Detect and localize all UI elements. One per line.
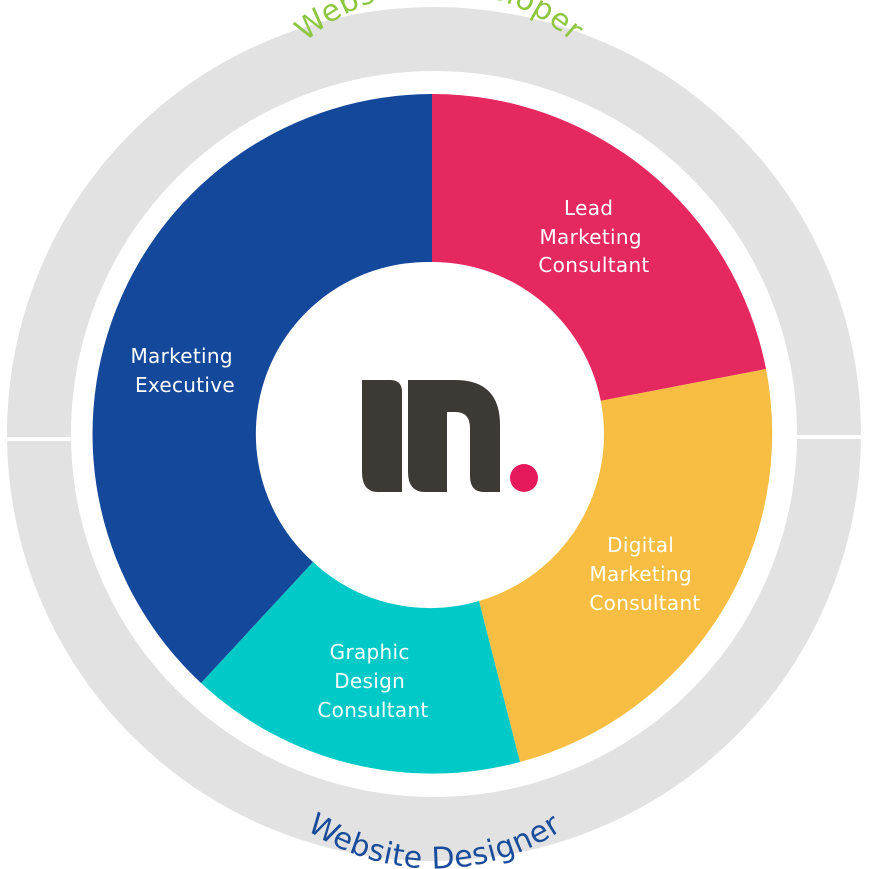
segment-label-line: Consultant [317, 698, 428, 722]
ring-gap-left [0, 437, 72, 441]
segment-label-line: Consultant [538, 253, 649, 277]
segment-label-line: Graphic [330, 640, 410, 664]
m-logo-icon [362, 380, 538, 492]
segment-label-digital: Digital Marketing Consultant [589, 533, 700, 615]
segment-label-line: Lead [564, 196, 613, 220]
donut-segments [92, 93, 773, 774]
segment-label-line: Marketing [130, 344, 232, 368]
segment-label-line: Marketing [589, 562, 691, 586]
segment-label-line: Consultant [589, 591, 700, 615]
segment-label-lead: Lead Marketing Consultant [538, 196, 649, 277]
segment-graphic-design-consultant[interactable] [201, 562, 520, 774]
segment-label-line: Design [334, 669, 405, 693]
segment-label-executive: Marketing Executive [130, 344, 239, 397]
segment-label-graphic: Graphic Design Consultant [317, 640, 428, 722]
segment-digital-marketing-consultant[interactable] [479, 369, 773, 762]
segment-marketing-executive[interactable] [92, 94, 433, 683]
segment-label-line: Executive [135, 373, 235, 397]
outer-ring [7, 7, 861, 861]
ring-gap-right [797, 435, 869, 439]
segment-lead-marketing-consultant[interactable] [432, 93, 766, 402]
segment-label-line: Digital [607, 533, 674, 557]
segment-label-line: Marketing [539, 225, 641, 249]
